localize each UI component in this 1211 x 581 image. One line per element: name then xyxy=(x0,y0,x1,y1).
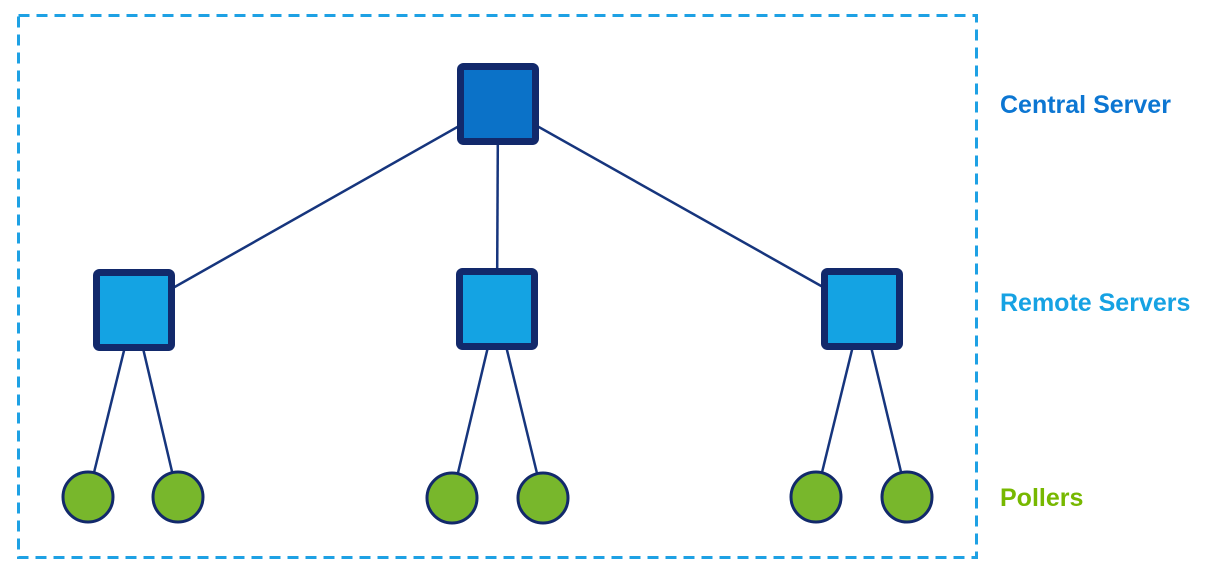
remote-server-nodes xyxy=(93,268,903,351)
central-server-label: Central Server xyxy=(1000,91,1171,119)
pollers-label: Pollers xyxy=(1000,484,1083,512)
remote-servers-label: Remote Servers xyxy=(1000,289,1190,317)
poller-node xyxy=(516,471,570,525)
poller-node xyxy=(151,470,205,524)
remote-server-node xyxy=(456,268,538,350)
dashed-boundary xyxy=(17,14,978,559)
poller-node xyxy=(880,470,934,524)
poller-node xyxy=(61,470,115,524)
poller-nodes xyxy=(61,470,934,525)
poller-node xyxy=(425,471,479,525)
remote-server-node xyxy=(821,268,903,350)
poller-node xyxy=(789,470,843,524)
connector-line xyxy=(497,102,863,311)
connector-line xyxy=(133,102,499,312)
remote-server-node xyxy=(93,269,175,351)
central-server-node xyxy=(457,63,539,145)
